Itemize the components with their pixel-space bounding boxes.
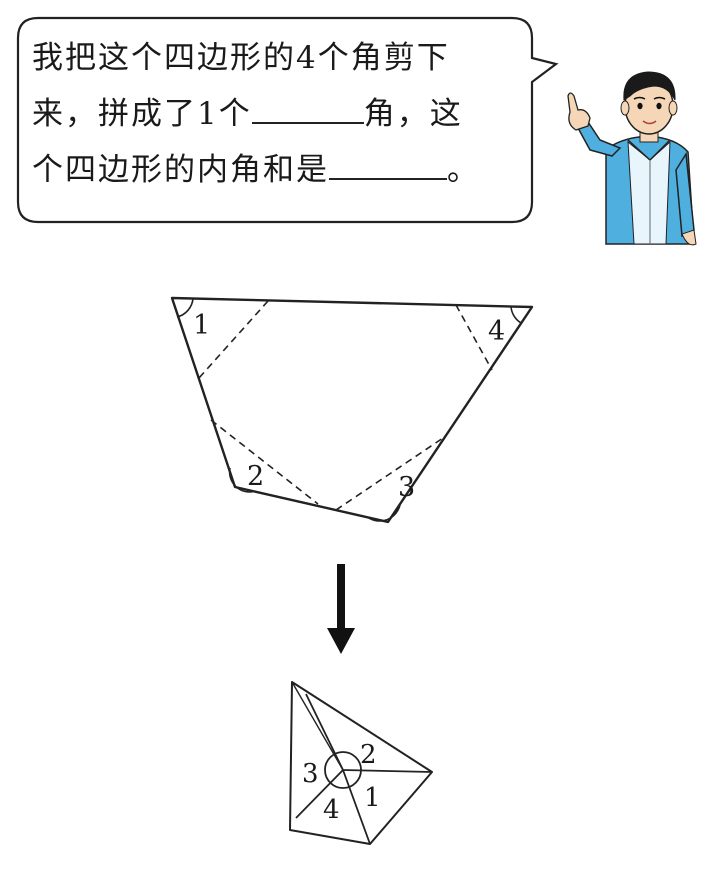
speech-part-2a: 来，拼成了1个 [32,96,252,132]
answer-blank-angle-sum[interactable] [329,150,447,180]
cut-line-1 [198,300,269,379]
boy-hair [623,71,676,101]
answer-blank-angle-type[interactable] [251,94,364,124]
angle-arc-1 [176,298,194,318]
cut-line-3 [335,435,447,511]
speech-part-2b: 角，这 [363,96,463,132]
combined-label-3: 3 [302,759,319,789]
speech-line-2: 来，拼成了1个 角，这 [32,86,532,142]
speech-part-3a: 个四边形的内角和是 [32,152,329,188]
speech-line-1: 我把这个四边形的4个角剪下 [32,30,532,86]
angle-label-4: 4 [488,316,505,347]
speech-line-3: 个四边形的内角和是 。 [32,142,532,198]
speech-part-1: 我把这个四边形的4个角剪下 [32,40,450,76]
angle-label-3: 3 [398,472,415,503]
angle-arc-4 [510,306,522,324]
combined-label-2: 2 [360,740,377,770]
combined-label-1: 1 [364,783,381,813]
speech-text: 我把这个四边形的4个角剪下 来，拼成了1个 角，这 个四边形的内角和是 。 [32,30,532,198]
cut-line-4 [455,304,493,371]
speech-part-3b: 。 [447,152,480,188]
angle-label-2: 2 [247,461,264,492]
boy-pointing-hand [567,92,591,131]
center-angle-circle [324,751,362,789]
angle-arc-3 [367,504,401,522]
angle-arc-2 [228,467,255,493]
angle-label-1: 1 [193,310,210,341]
cut-line-2 [210,419,319,505]
combined-label-4: 4 [323,795,340,825]
quadrilateral-outline [170,296,534,524]
